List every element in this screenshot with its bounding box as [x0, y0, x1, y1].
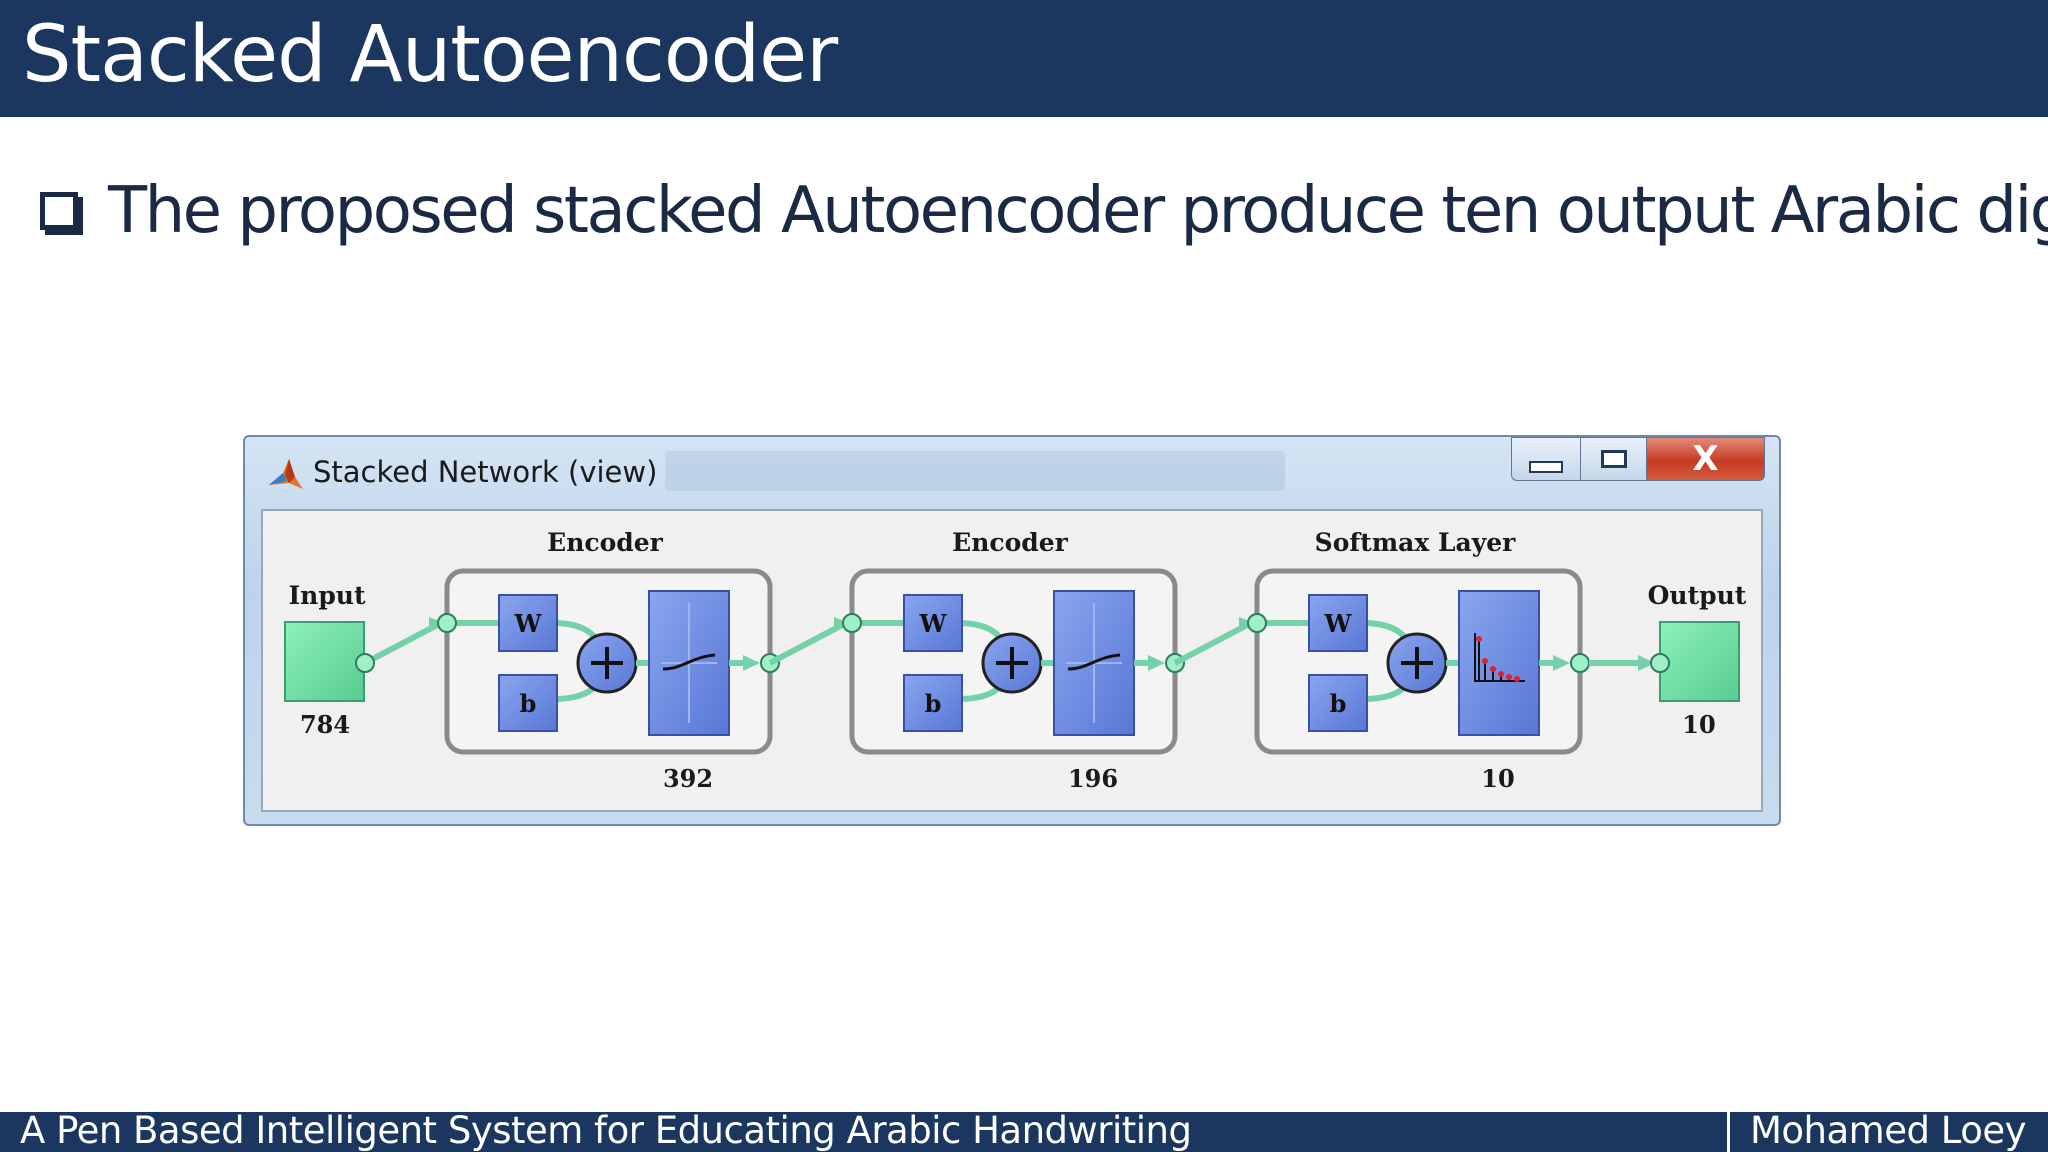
matlab-logo-icon — [269, 459, 303, 489]
layer2-weight-label: W — [919, 609, 948, 638]
layer1-weight-label: W — [514, 609, 543, 638]
layer3-in-port — [1247, 613, 1267, 633]
layer2-encoder: Encoder W b 196 — [842, 528, 1178, 793]
title-bar — [0, 0, 2048, 117]
input-size: 784 — [300, 710, 350, 739]
slide-title: Stacked Autoencoder — [22, 10, 838, 100]
connector-layer1-to-layer2 — [760, 617, 851, 673]
layer1-weight-block — [498, 594, 558, 652]
minimize-button[interactable] — [1511, 437, 1581, 481]
layer1-encoder: Encoder W b 392 — [437, 528, 773, 793]
bullet-point: The proposed stacked Autoencoder produce… — [40, 166, 2048, 256]
plus-icon — [996, 647, 1028, 679]
window-title: Stacked Network (view) — [313, 455, 658, 489]
background-window-ghost — [665, 451, 1285, 491]
footer-bar — [0, 1112, 2048, 1152]
layer2-title: Encoder — [952, 528, 1069, 557]
output-label: Output — [1648, 581, 1747, 610]
plus-icon — [591, 647, 623, 679]
layer3-bias-label: b — [1330, 689, 1347, 718]
layer3-weight-block — [1308, 594, 1368, 652]
layer1-in-port — [437, 613, 457, 633]
connector-layer2-to-layer3 — [1165, 617, 1256, 673]
close-icon: X — [1692, 439, 1719, 479]
layer3-title: Softmax Layer — [1315, 528, 1517, 557]
connector-input-to-layer1 — [363, 620, 446, 666]
minimize-icon — [1529, 461, 1563, 473]
connector-arrow — [743, 655, 760, 671]
layer1-title: Encoder — [547, 528, 664, 557]
layer3-softmax: Softmax Layer W b — [1247, 528, 1583, 793]
close-button[interactable]: X — [1647, 437, 1765, 481]
connector-arrow — [1553, 655, 1570, 671]
bullet-text: The proposed stacked Autoencoder produce… — [108, 174, 2048, 248]
footer-author: Mohamed Loey — [1750, 1109, 2027, 1152]
bullet-square-icon — [40, 192, 78, 230]
layer2-in-port — [842, 613, 862, 633]
sigmoid-icon — [662, 653, 716, 671]
sigmoid-icon — [1067, 653, 1121, 671]
layer2-size: 196 — [1068, 764, 1118, 793]
maximize-button[interactable] — [1581, 437, 1647, 481]
footer-divider — [1727, 1112, 1730, 1152]
plus-icon — [1401, 647, 1433, 679]
layer3-weight-label: W — [1324, 609, 1353, 638]
input-label: Input — [288, 581, 366, 610]
input-port — [355, 653, 375, 673]
layer2-bias-block — [903, 674, 963, 732]
layer2-weight-block — [903, 594, 963, 652]
network-view-window: Stacked Network (view) X — [243, 435, 1781, 826]
connector-layer3-to-output — [1570, 653, 1655, 673]
connector-arrow — [429, 617, 444, 631]
network-diagram: Input 784 Encoder W b — [284, 528, 1747, 793]
layer3-bias-block — [1308, 674, 1368, 732]
network-diagram-canvas: Input 784 Encoder W b — [261, 509, 1763, 812]
footer-presentation-title: A Pen Based Intelligent System for Educa… — [20, 1109, 1192, 1152]
output-block — [1659, 621, 1740, 702]
layer2-bias-label: b — [925, 689, 942, 718]
layer1-bias-block — [498, 674, 558, 732]
maximize-icon — [1600, 450, 1627, 468]
output-port — [1650, 653, 1670, 673]
layer1-bias-label: b — [520, 689, 537, 718]
connector-arrow — [1148, 655, 1165, 671]
window-controls: X — [1511, 437, 1765, 483]
input-block — [284, 621, 365, 702]
layer3-size: 10 — [1481, 764, 1514, 793]
layer3-transfer-block — [1458, 590, 1540, 736]
layer1-size: 392 — [663, 764, 713, 793]
output-size: 10 — [1682, 710, 1715, 739]
softmax-icon — [1474, 633, 1525, 682]
